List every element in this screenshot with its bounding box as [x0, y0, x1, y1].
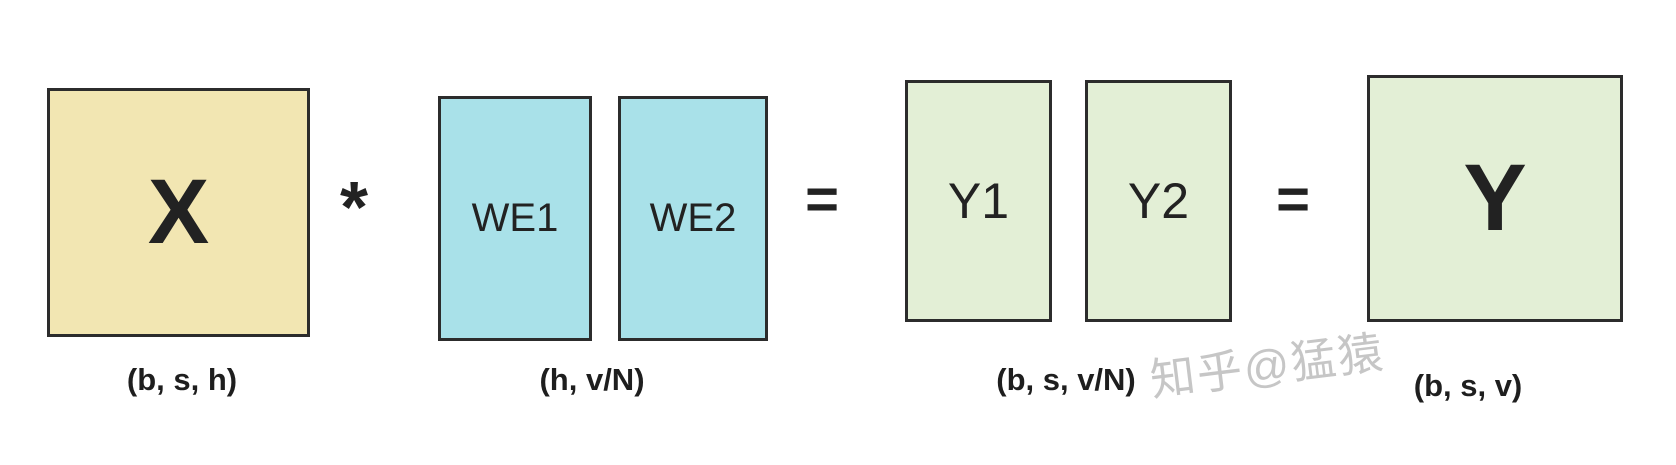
dim-label-y: (b, s, v)	[1413, 368, 1523, 403]
matrix-x-label: X	[147, 161, 210, 263]
matrix-we1-label: WE1	[471, 196, 559, 240]
matrix-we2-label: WE2	[649, 196, 737, 240]
equals-operator-1: =	[805, 167, 839, 232]
matrix-y1-block: Y1	[905, 80, 1052, 322]
multiply-operator: *	[339, 168, 369, 248]
dim-label-x: (b, s, h)	[126, 362, 238, 397]
matrix-y2-label: Y2	[1127, 173, 1190, 229]
matrix-y1-label: Y1	[947, 173, 1010, 229]
matrix-x-block: X	[47, 88, 310, 337]
matrix-y-label: Y	[1463, 145, 1527, 251]
dim-label-y-split: (b, s, v/N)	[996, 362, 1136, 397]
matrix-y-block: Y	[1367, 75, 1623, 322]
matrix-we2-block: WE2	[618, 96, 768, 341]
equals-operator-2: =	[1276, 167, 1310, 232]
matrix-we1-block: WE1	[438, 96, 592, 341]
dim-label-we: (h, v/N)	[539, 362, 645, 397]
matrix-y2-block: Y2	[1085, 80, 1232, 322]
